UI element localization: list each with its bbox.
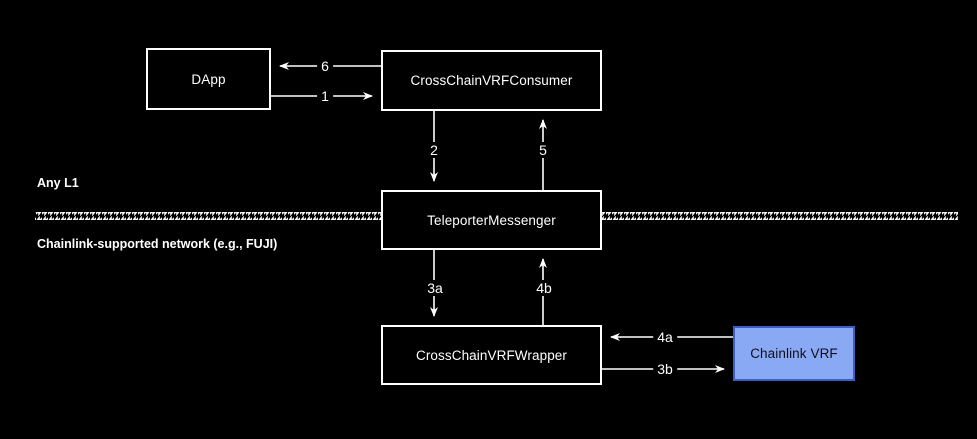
edge-label-4a: 4a xyxy=(653,329,677,345)
node-crosschainvrfwrapper-label: CrossChainVRFWrapper xyxy=(415,347,568,363)
edge-label-3b: 3b xyxy=(653,361,677,377)
node-crosschainvrfwrapper[interactable]: CrossChainVRFWrapper xyxy=(381,325,602,385)
edge-label-5: 5 xyxy=(535,142,551,158)
edge-label-3a: 3a xyxy=(423,280,447,296)
edge-label-2: 2 xyxy=(426,142,442,158)
node-teleportermessenger-label: TeleporterMessenger xyxy=(427,212,556,228)
node-dapp-label: DApp xyxy=(191,71,226,87)
edge-label-1: 1 xyxy=(317,88,333,104)
node-crosschainvrfconsumer[interactable]: CrossChainVRFConsumer xyxy=(381,50,602,111)
node-dapp[interactable]: DApp xyxy=(146,48,271,110)
node-teleportermessenger[interactable]: TeleporterMessenger xyxy=(381,190,602,250)
zone-label-upper: Any L1 xyxy=(37,176,79,190)
edge-label-4b: 4b xyxy=(532,280,556,296)
edge-label-6: 6 xyxy=(317,58,333,74)
node-chainlink-vrf-label: Chainlink VRF xyxy=(750,346,838,361)
zone-label-lower: Chainlink-supported network (e.g., FUJI) xyxy=(37,237,278,251)
node-chainlink-vrf[interactable]: Chainlink VRF xyxy=(733,326,855,381)
node-crosschainvrfconsumer-label: CrossChainVRFConsumer xyxy=(410,73,573,88)
